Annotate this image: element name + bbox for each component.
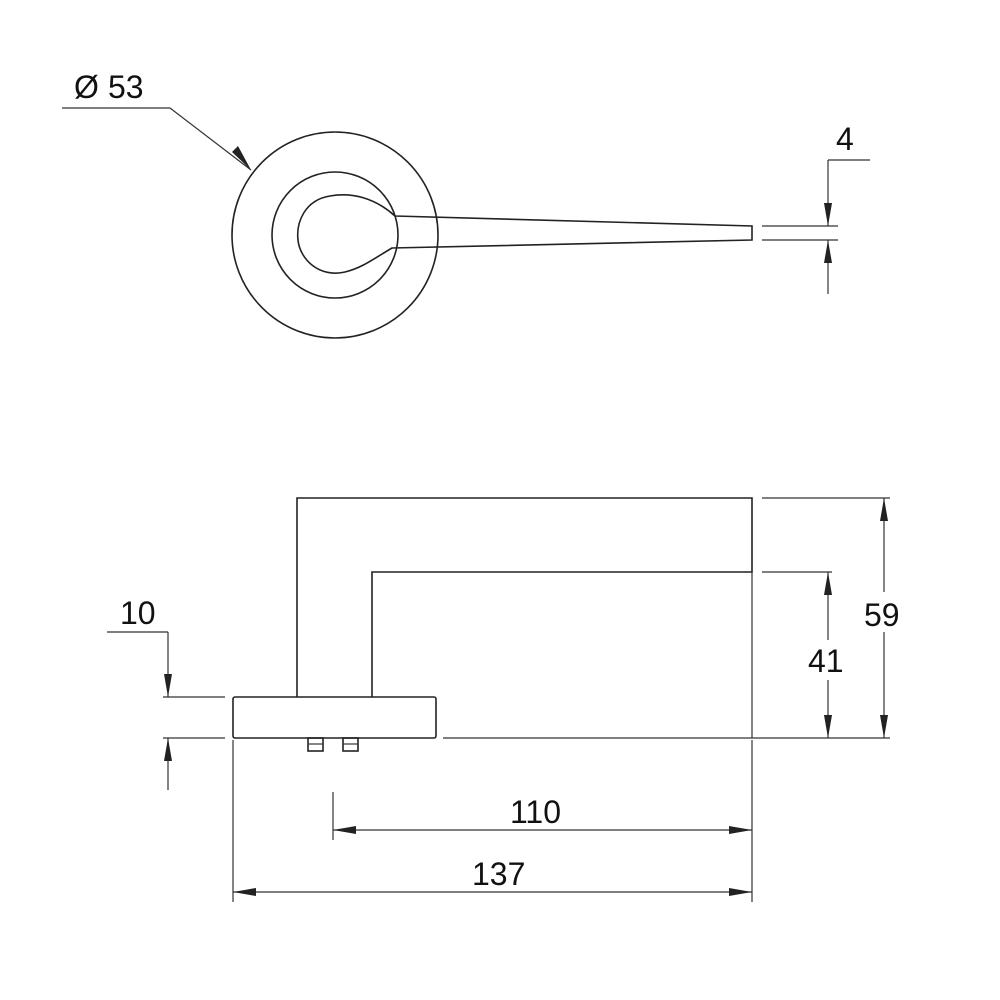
- thickness-label: 4: [836, 121, 854, 157]
- diameter-leader-diagonal: [169, 107, 252, 171]
- diameter-symbol: Ø: [74, 69, 99, 105]
- lever-side-outline: [296, 497, 753, 697]
- lever-height-label: 41: [808, 643, 844, 679]
- lever-height-arrow-bottom: [824, 715, 832, 738]
- rose-thickness-dimension: 10: [107, 595, 225, 790]
- lever-top-outline: [296, 194, 753, 274]
- side-view: 59 41 10 110: [107, 497, 908, 902]
- total-height-arrow-top: [880, 498, 888, 521]
- rose-inner-ring: [271, 171, 399, 299]
- total-length-dimension: 137: [233, 856, 752, 896]
- rose-thickness-arrow-up: [164, 738, 172, 761]
- total-height-arrow-bottom: [880, 715, 888, 738]
- total-height-label: 59: [864, 597, 900, 633]
- rose-plate: [232, 696, 437, 739]
- lever-height-arrow-top: [824, 572, 832, 595]
- total-length-label: 137: [472, 856, 525, 892]
- lever-length-arrow-right: [729, 826, 752, 834]
- lever-length-arrow-left: [333, 826, 356, 834]
- total-length-arrow-left: [233, 888, 256, 896]
- diameter-arrow: [232, 146, 251, 170]
- lever-height-label-bg: [806, 640, 852, 680]
- thickness-dimension: 4: [824, 121, 870, 294]
- total-length-arrow-right: [729, 888, 752, 896]
- diameter-label: 53: [108, 69, 144, 105]
- lever-length-dimension: 110: [333, 794, 752, 834]
- total-height-dimension: 59: [862, 498, 908, 738]
- thickness-arrow-up: [824, 240, 832, 263]
- rose-thickness-label: 10: [120, 595, 156, 631]
- top-view: 4 Ø 53: [62, 69, 870, 339]
- diameter-dimension: Ø 53: [62, 69, 252, 171]
- lever-length-label: 110: [510, 794, 561, 830]
- lever-height-dimension: 41: [806, 572, 852, 738]
- rose-thickness-arrow-down: [164, 674, 172, 697]
- rose-outer-circle: [231, 131, 439, 339]
- total-height-label-bg: [862, 592, 908, 632]
- thickness-arrow-down: [824, 203, 832, 226]
